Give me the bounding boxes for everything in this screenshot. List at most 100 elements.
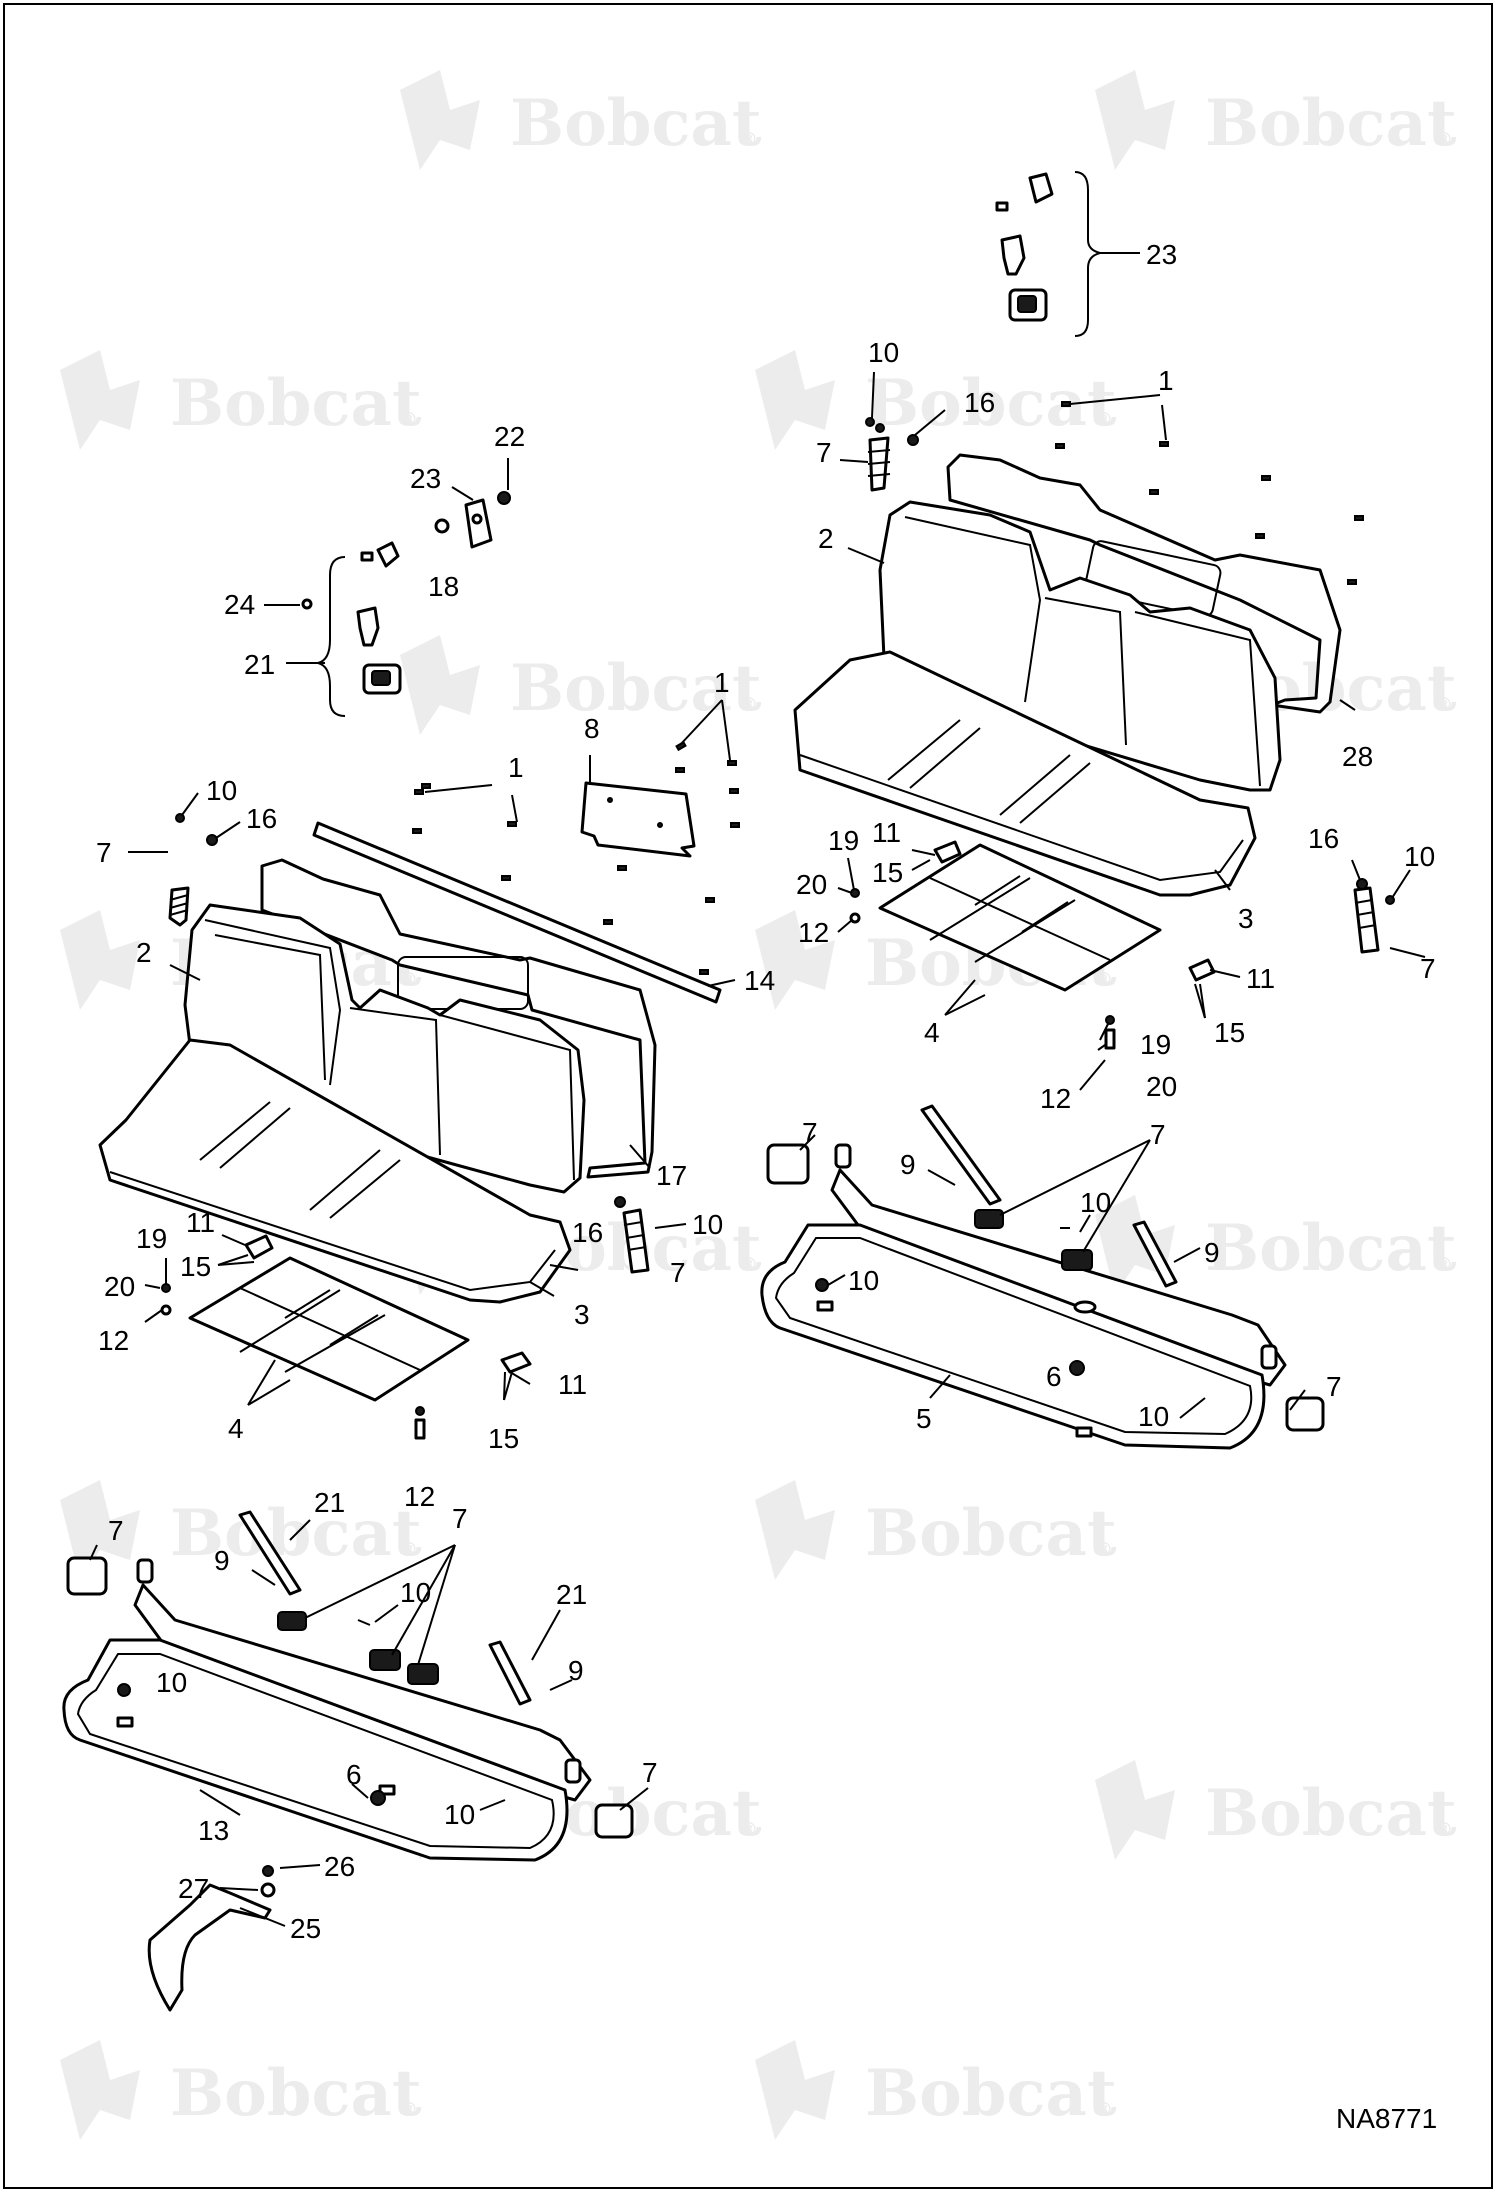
callout: 13 — [198, 1815, 229, 1846]
callout: 10 — [156, 1667, 187, 1698]
callout: 7 — [642, 1757, 658, 1788]
callout: 16 — [964, 387, 995, 418]
seat-back-frame-icon — [946, 453, 1342, 714]
shock-icon — [1353, 886, 1380, 954]
callout: 11 — [1246, 963, 1275, 994]
watermark: Bobcat ® — [1095, 70, 1457, 170]
drawing-number: NA8771 — [1336, 2103, 1437, 2134]
belt-guide-icon — [1028, 172, 1054, 204]
bracket-icon — [147, 1883, 272, 2012]
callout: 7 — [1150, 1119, 1166, 1150]
svg-text:®: ® — [1095, 409, 1113, 430]
belt-guide-icon — [376, 541, 400, 568]
callout: 15 — [872, 857, 903, 888]
callout: 7 — [670, 1257, 686, 1288]
svg-text:Bobcat: Bobcat — [170, 366, 422, 441]
svg-text:®: ® — [400, 1539, 418, 1560]
grommet-icon — [415, 1406, 425, 1416]
belt-anchor-parts — [434, 491, 511, 549]
svg-text:®: ® — [400, 2099, 418, 2120]
callout: 15 — [488, 1423, 519, 1454]
callout: 19 — [828, 825, 859, 856]
svg-text:Bobcat: Bobcat — [865, 1496, 1117, 1571]
callouts-left: 22 23 18 24 21 8 1 1 10 16 7 2 14 17 16 … — [96, 421, 775, 1944]
svg-text:®: ® — [1095, 2099, 1113, 2120]
watermark: Bobcat ® — [755, 2040, 1117, 2140]
svg-text:®: ® — [740, 694, 758, 715]
callout: 25 — [290, 1913, 321, 1944]
nut-icon — [497, 491, 511, 505]
watermark: Bobcat ® — [1095, 1760, 1457, 1860]
callout: 7 — [1326, 1371, 1342, 1402]
callout: 3 — [1238, 903, 1254, 934]
callout: 21 — [244, 649, 275, 680]
callout: 9 — [900, 1149, 916, 1180]
callout: 4 — [924, 1017, 940, 1048]
callout: 27 — [178, 1873, 209, 1904]
belt-tongue-icon — [369, 1649, 401, 1671]
watermark: Bobcat ® — [755, 350, 1117, 450]
shock-icon — [622, 1208, 650, 1274]
svg-text:®: ® — [1435, 129, 1453, 150]
callout: 10 — [848, 1265, 879, 1296]
callout: 20 — [1146, 1071, 1177, 1102]
callout: 10 — [1404, 841, 1435, 872]
seat-cushion-icon — [793, 650, 1257, 897]
svg-text:Bobcat: Bobcat — [510, 651, 762, 726]
callout: 1 — [1158, 365, 1174, 396]
seat-belt-kit-left — [301, 541, 402, 717]
callout: 3 — [574, 1299, 590, 1330]
clip-icon — [1188, 958, 1216, 982]
seat-back-cushion-icon — [878, 500, 1282, 792]
belt-tongue-icon — [356, 606, 380, 647]
rear-panel-icon — [580, 781, 696, 858]
svg-text:Bobcat: Bobcat — [1205, 1211, 1457, 1286]
belt-tongue-icon — [1000, 234, 1026, 276]
leader-lines — [89, 252, 1426, 1927]
belt-tongue-icon — [277, 1611, 307, 1631]
belt-tongue-icon — [974, 1209, 1004, 1229]
gas-strut-icon — [238, 1510, 302, 1596]
callout: 7 — [96, 837, 112, 868]
fastener-icon — [414, 1418, 426, 1440]
callout: 7 — [1420, 953, 1436, 984]
seat-back-cushion-icon — [183, 903, 586, 1194]
callout: 11 — [558, 1369, 587, 1400]
svg-text:®: ® — [1095, 969, 1113, 990]
callout: 23 — [1146, 239, 1177, 270]
svg-text:Bobcat: Bobcat — [865, 2056, 1117, 2131]
callout: 28 — [1342, 741, 1373, 772]
callout: 9 — [1204, 1237, 1220, 1268]
callout: 12 — [1040, 1083, 1071, 1114]
callout: 10 — [868, 337, 899, 368]
callout: 7 — [802, 1117, 818, 1148]
washer-icon — [260, 1882, 276, 1898]
watermark: Bobcat ® — [60, 350, 422, 450]
svg-text:®: ® — [400, 969, 418, 990]
callout: 15 — [1214, 1017, 1245, 1048]
svg-text:®: ® — [1095, 1539, 1113, 1560]
left-seat-assembly — [62, 491, 740, 2012]
seat-pads-left — [188, 1256, 470, 1402]
callout: 8 — [584, 713, 600, 744]
callout: 20 — [104, 1271, 135, 1302]
callout: 15 — [180, 1251, 211, 1282]
callout: 24 — [224, 589, 255, 620]
callout: 17 — [656, 1160, 687, 1191]
callouts-right: 23 10 16 1 7 2 28 19 11 20 15 12 3 16 10… — [796, 239, 1436, 1434]
belt-buckle-icon — [1285, 1396, 1325, 1432]
clip-icon — [500, 1351, 532, 1374]
washer-icon — [434, 518, 450, 534]
callout: 9 — [568, 1655, 584, 1686]
callout: 22 — [494, 421, 525, 452]
belt-buckle-icon — [594, 1803, 634, 1839]
grommet-icon — [161, 1283, 171, 1293]
belt-screw-icon — [360, 551, 374, 562]
fastener-icon — [160, 1304, 172, 1316]
svg-text:®: ® — [740, 1819, 758, 1840]
seat-belt-kit-right — [995, 171, 1101, 337]
screw-set — [1055, 401, 1364, 585]
watermark: Bobcat ® — [60, 2040, 422, 2140]
callout: 11 — [186, 1207, 215, 1238]
